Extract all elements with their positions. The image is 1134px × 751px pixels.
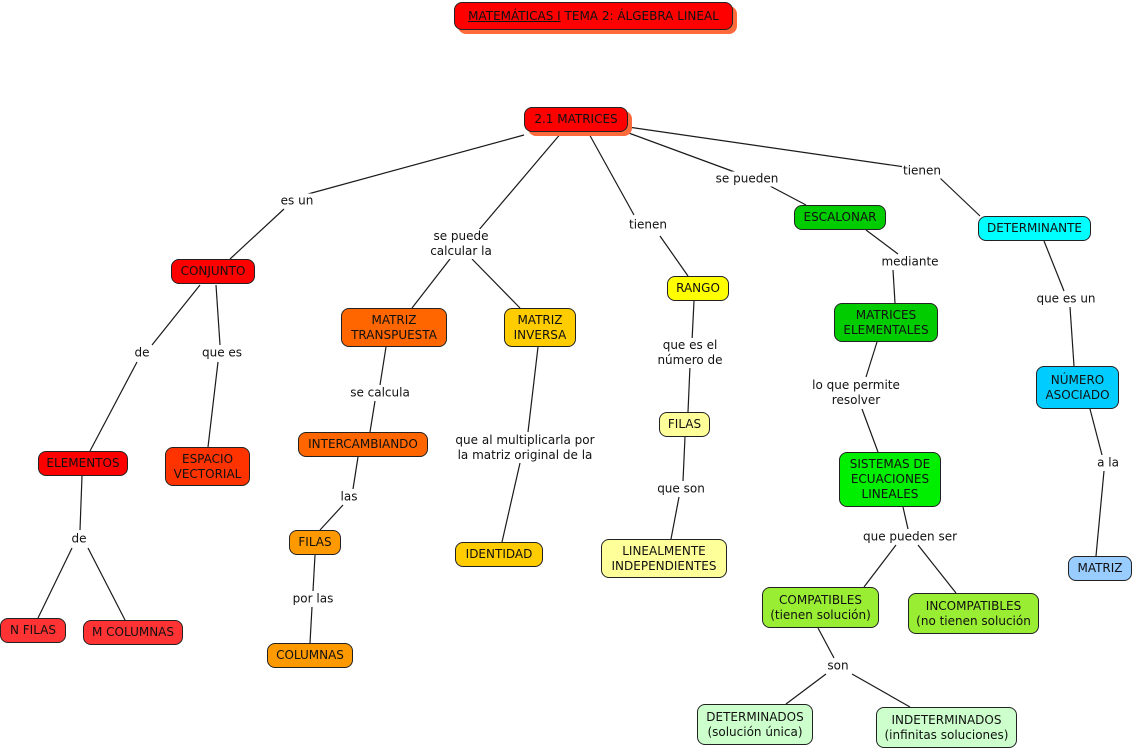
title-link[interactable]: MATEMÁTICAS I [468, 8, 561, 23]
connector-line [892, 269, 896, 304]
connector-line [865, 341, 878, 378]
concept-matrices[interactable]: 2.1 MATRICES [524, 107, 628, 132]
connector-line [87, 547, 126, 621]
concept-matriz-inversa[interactable]: MATRIZ INVERSA [504, 308, 576, 347]
link-que-al-multiplicarla[interactable]: que al multiplicarla por la matriz origi… [454, 433, 596, 463]
connector-line [851, 673, 911, 708]
link-que-pueden-ser[interactable]: que pueden ser [861, 529, 959, 545]
concept-determinante[interactable]: DETERMINANTE [978, 216, 1091, 241]
concept-matriz-blue[interactable]: MATRIZ [1068, 556, 1132, 581]
connector-line [207, 361, 219, 448]
link-se-calcula[interactable]: se calcula [349, 385, 411, 401]
concept-elementos[interactable]: ELEMENTOS [38, 451, 128, 476]
connector-line [587, 131, 635, 216]
title-text: TEMA 2: ÁLGEBRA LINEAL [560, 8, 719, 23]
connector-line [312, 554, 316, 592]
connector-line [687, 365, 691, 413]
connector-line [817, 627, 835, 659]
link-de-conjunto[interactable]: de [133, 345, 151, 361]
link-tienen-det[interactable]: tienen [901, 163, 943, 179]
link-se-puede-calcular[interactable]: se puede calcular la [429, 229, 493, 259]
connector-line [917, 544, 957, 594]
link-se-pueden[interactable]: se pueden [714, 171, 780, 187]
concept-rango[interactable]: RANGO [667, 276, 729, 301]
concept-n-filas[interactable]: N FILAS [0, 618, 66, 643]
concept-indeterminados[interactable]: INDETERMINADOS (infinitas soluciones) [876, 707, 1017, 748]
concept-columnas[interactable]: COLUMNAS [267, 643, 353, 668]
link-son[interactable]: son [826, 658, 850, 674]
connector-line [691, 300, 695, 342]
connector-line [939, 177, 981, 217]
map-title[interactable]: MATEMÁTICAS I TEMA 2: ÁLGEBRA LINEAL [454, 2, 733, 30]
concept-identidad[interactable]: IDENTIDAD [455, 542, 543, 567]
concept-conjunto[interactable]: CONJUNTO [171, 259, 255, 284]
connector-line [229, 208, 285, 260]
connector-line [501, 462, 521, 543]
link-que-es-el-numero[interactable]: que es el número de [656, 338, 724, 368]
connector-line [865, 229, 899, 255]
connector-line [369, 400, 376, 433]
connector-line [659, 235, 689, 277]
connector-line [670, 496, 680, 540]
link-de-elementos[interactable]: de [70, 531, 88, 547]
concept-determinados[interactable]: DETERMINADOS (solución única) [697, 704, 813, 745]
link-por-las[interactable]: por las [291, 591, 335, 607]
connector-line [1089, 408, 1103, 456]
connector-line [477, 131, 563, 232]
connector-line [89, 361, 138, 452]
concept-espacio-vectorial[interactable]: ESPACIO VECTORIAL [165, 447, 250, 486]
connector-line [379, 346, 387, 386]
connector-line [79, 475, 83, 531]
connector-line [151, 284, 201, 346]
connector-line [1095, 470, 1105, 557]
connector-line [1069, 306, 1075, 367]
link-mediante[interactable]: mediante [880, 254, 940, 270]
link-tienen-rango[interactable]: tienen [627, 217, 669, 233]
connector-line [863, 544, 897, 588]
connector-line [861, 408, 879, 453]
connector-line [319, 504, 344, 531]
connector-line [785, 673, 827, 705]
connector-line [296, 134, 525, 198]
concept-escalonar[interactable]: ESCALONAR [794, 205, 886, 230]
concept-filas-orange[interactable]: FILAS [289, 530, 341, 555]
link-que-es-un[interactable]: que es un [1035, 291, 1097, 307]
concept-numero-asociado[interactable]: NÚMERO ASOCIADO [1036, 366, 1119, 409]
connector-line [627, 126, 906, 168]
connector-line [1043, 240, 1065, 292]
connector-line [902, 506, 909, 530]
link-lo-que-permite[interactable]: lo que permite resolver [811, 378, 901, 408]
connector-line [769, 185, 807, 206]
link-que-es[interactable]: que es [200, 345, 244, 361]
link-las[interactable]: las [339, 489, 359, 505]
concept-m-columnas[interactable]: M COLUMNAS [83, 620, 183, 645]
link-que-son[interactable]: que son [656, 481, 706, 497]
connector-line [37, 547, 73, 619]
connector-line [625, 131, 741, 175]
connector-line [411, 258, 451, 309]
connector-line [471, 258, 521, 309]
connector-line [682, 436, 686, 482]
concept-sistemas-ecuaciones[interactable]: SISTEMAS DE ECUACIONES LINEALES [839, 452, 941, 507]
link-a-la[interactable]: a la [1096, 455, 1120, 471]
concept-incompatibles[interactable]: INCOMPATIBLES (no tienen solución [908, 593, 1039, 634]
concept-filas-yellow[interactable]: FILAS [659, 412, 710, 437]
concept-matrices-elementales[interactable]: MATRICES ELEMENTALES [834, 303, 938, 342]
connector-line [352, 456, 359, 490]
connector-line [215, 284, 221, 346]
connector-line [309, 606, 313, 644]
concept-intercambiando[interactable]: INTERCAMBIANDO [298, 432, 428, 457]
connector-line [527, 346, 539, 433]
concept-matriz-transpuesta[interactable]: MATRIZ TRANSPUESTA [341, 308, 447, 347]
concept-compatibles[interactable]: COMPATIBLES (tienen solución) [762, 587, 879, 628]
concept-linealmente-independientes[interactable]: LINEALMENTE INDEPENDIENTES [601, 539, 727, 578]
link-es-un[interactable]: es un [279, 193, 315, 209]
